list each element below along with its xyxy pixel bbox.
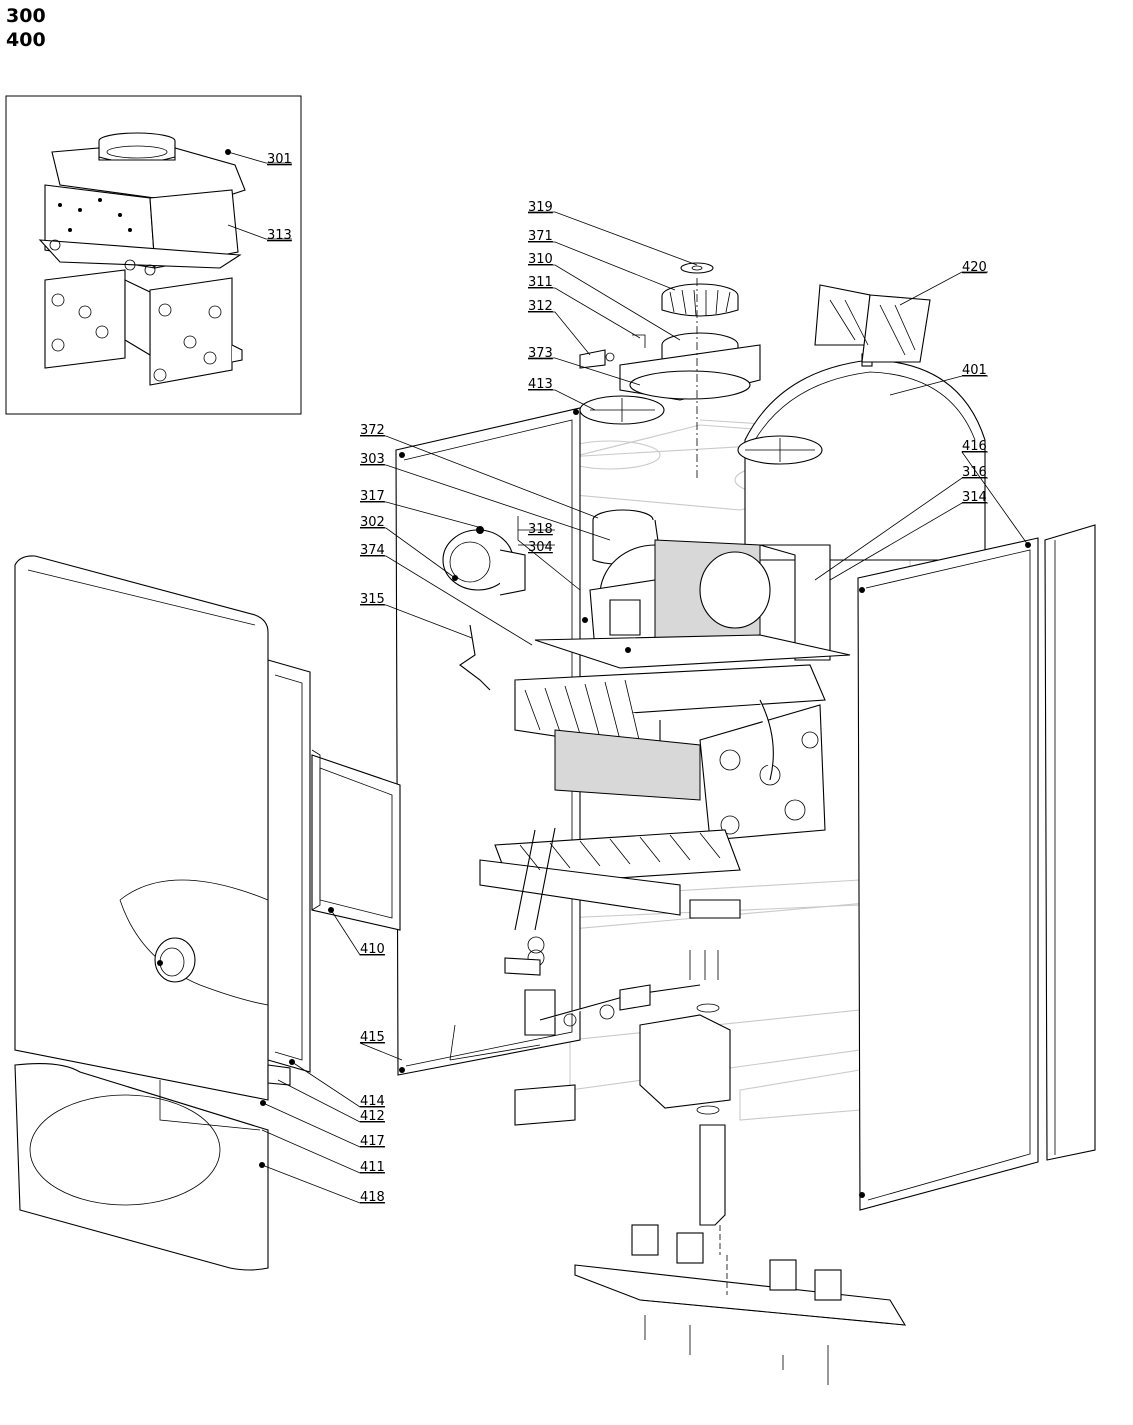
callout-373: 373 — [528, 346, 553, 361]
callout-311: 311 — [528, 275, 553, 290]
callout-302: 302 — [360, 515, 385, 530]
diagram-header-line-2: 400 — [6, 29, 46, 51]
bottom-cover — [14, 1063, 291, 1271]
left-side-panel — [395, 407, 581, 1076]
callout-417: 417 — [360, 1134, 385, 1149]
fan-assembly — [534, 509, 851, 669]
callout-418: 418 — [360, 1190, 385, 1205]
right-side-panel — [857, 524, 1096, 1211]
callout-420: 420 — [962, 260, 987, 275]
front-cover-frame — [267, 659, 311, 1073]
callout-415: 415 — [360, 1030, 385, 1045]
callout-410: 410 — [360, 942, 385, 957]
burner — [479, 827, 741, 976]
pressure-switch — [442, 526, 526, 596]
callout-371: 371 — [528, 229, 553, 244]
callout-315: 315 — [360, 592, 385, 607]
callout-labels: 301 313 319 371 310 311 312 373 413 420 … — [267, 152, 987, 1205]
heat-exchanger — [514, 664, 826, 841]
callout-412: 412 — [360, 1109, 385, 1124]
front-panel — [14, 555, 269, 1106]
diagram-header-line-1: 300 — [6, 5, 46, 27]
callout-319: 319 — [528, 200, 553, 215]
callout-316: 316 — [962, 465, 987, 480]
manifold-plate — [574, 1224, 907, 1385]
silicone-tube — [459, 624, 491, 691]
bracket-420 — [814, 284, 931, 363]
callout-301: 301 — [267, 152, 292, 167]
callout-303: 303 — [360, 452, 385, 467]
gas-valve — [449, 950, 731, 1226]
callout-314: 314 — [962, 490, 987, 505]
inset-panel — [5, 95, 302, 415]
callout-318: 318 — [528, 522, 553, 537]
callout-304: 304 — [528, 540, 553, 555]
callout-413: 413 — [528, 377, 553, 392]
callout-312: 312 — [528, 299, 553, 314]
callout-310: 310 — [528, 252, 553, 267]
callout-317: 317 — [360, 489, 385, 504]
callout-372: 372 — [360, 423, 385, 438]
callout-374: 374 — [360, 543, 385, 558]
callout-313: 313 — [267, 228, 292, 243]
callout-411: 411 — [360, 1160, 385, 1175]
callout-416: 416 — [962, 439, 987, 454]
flue-adaptor-parts — [579, 262, 823, 480]
inner-door — [311, 749, 401, 931]
leader-lines — [227, 151, 1029, 1204]
callout-401: 401 — [962, 363, 987, 378]
callout-414: 414 — [360, 1094, 385, 1109]
